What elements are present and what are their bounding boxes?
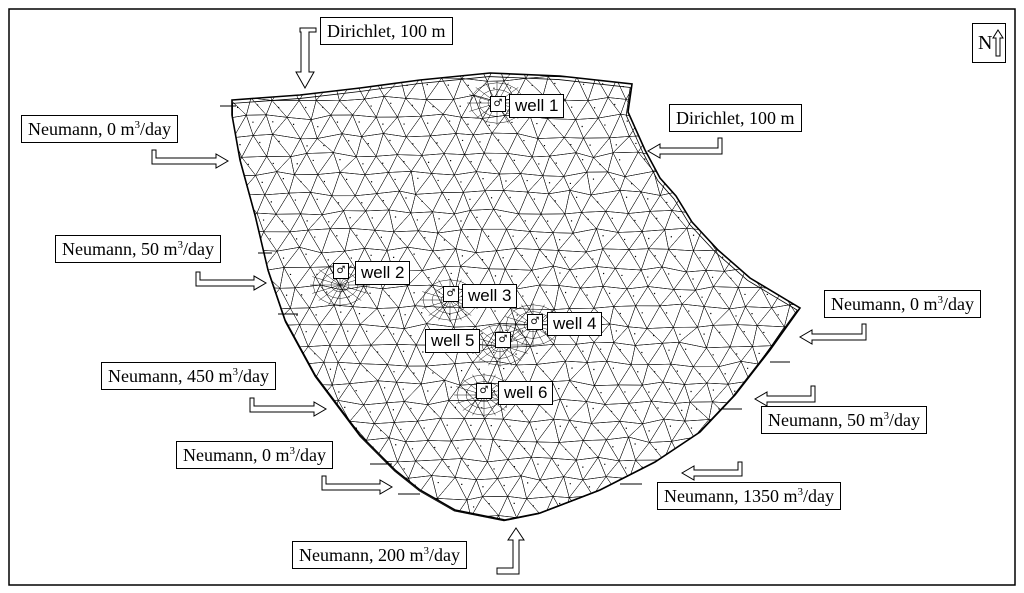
well-1-label: well 1: [509, 94, 565, 118]
arrow-neumann-bottom-200: [496, 527, 525, 575]
label-neumann-top-left: Neumann, 0 m3/day: [21, 115, 178, 143]
well-2-label: well 2: [355, 261, 411, 285]
label-neumann-bottom-200: Neumann, 200 m3/day: [292, 541, 467, 569]
arrow-neumann-left-450: [249, 397, 327, 417]
north-arrow-icon: [992, 29, 1004, 57]
well-5-icon: ♂: [495, 332, 511, 348]
boundary-outer: [231, 72, 802, 521]
arrow-neumann-top-left: [151, 149, 229, 169]
north-label: N: [978, 32, 993, 54]
well-4-label: well 4: [547, 312, 603, 336]
arrow-neumann-right-50: [754, 385, 816, 407]
well-2-icon: ♂: [333, 263, 349, 279]
well-3-label: well 3: [462, 284, 518, 308]
well-6-icon: ♂: [476, 383, 492, 399]
label-neumann-right-0: Neumann, 0 m3/day: [824, 290, 981, 318]
arrow-neumann-bottom-left-0: [321, 475, 393, 495]
label-neumann-left-50: Neumann, 50 m3/day: [55, 235, 221, 263]
arrow-dirichlet-right: [647, 137, 723, 159]
well-5-label: well 5: [425, 329, 481, 353]
domain-boundary: [220, 72, 802, 522]
label-neumann-left-450: Neumann, 450 m3/day: [101, 362, 276, 390]
well-4-icon: ♂: [527, 314, 543, 330]
north-indicator: N: [972, 23, 1006, 63]
arrow-dirichlet-top: [295, 27, 317, 90]
label-neumann-bottom-left-0: Neumann, 0 m3/day: [176, 441, 333, 469]
well-6-label: well 6: [498, 381, 554, 405]
label-neumann-bottom-right-1350: Neumann, 1350 m3/day: [657, 482, 841, 510]
arrow-neumann-right-0: [799, 323, 867, 345]
boundary-arrows: [151, 27, 867, 575]
well-1-icon: ♂: [490, 96, 506, 112]
label-neumann-right-50: Neumann, 50 m3/day: [761, 406, 927, 434]
arrow-neumann-left-50: [195, 271, 267, 291]
well-3-icon: ♂: [443, 286, 459, 302]
frame-border: [8, 8, 1016, 586]
label-dirichlet-right: Dirichlet, 100 m: [669, 104, 802, 132]
label-dirichlet-top: Dirichlet, 100 m: [320, 17, 453, 45]
boundary-inner: [232, 76, 798, 522]
arrow-neumann-bottom-right-1350: [681, 461, 743, 481]
